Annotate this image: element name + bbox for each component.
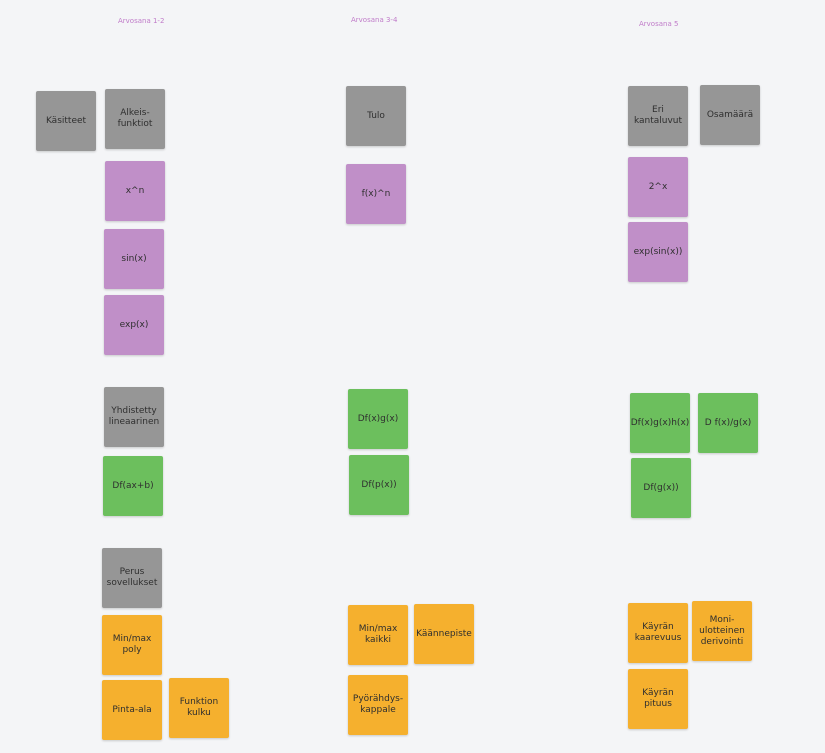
sticky-note-df-ax-b[interactable]: Df(ax+b) — [103, 456, 163, 516]
sticky-note-pinta-ala[interactable]: Pinta-ala — [102, 680, 162, 740]
sticky-note-pyorahdyskappale[interactable]: Pyörähdys- kappale — [348, 675, 408, 735]
sticky-note-kayran-kaarevuus[interactable]: Käyrän kaarevuus — [628, 603, 688, 663]
sticky-note-perus-sovellukset[interactable]: Perus sovellukset — [102, 548, 162, 608]
sticky-note-df-p-x[interactable]: Df(p(x)) — [349, 455, 409, 515]
sticky-note-df-x-g-x-h-x[interactable]: Df(x)g(x)h(x) — [630, 393, 690, 453]
sticky-note-d-f-x-div-g-x[interactable]: D f(x)/g(x) — [698, 393, 758, 453]
sticky-note-2-pow-x[interactable]: 2^x — [628, 157, 688, 217]
sticky-note-alkeisfunktiot[interactable]: Alkeis- funktiot — [105, 89, 165, 149]
sticky-note-exp-sin-x[interactable]: exp(sin(x)) — [628, 222, 688, 282]
heading-grade-3-4: Arvosana 3-4 — [351, 16, 398, 24]
sticky-note-eri-kantaluvut[interactable]: Eri kantaluvut — [628, 86, 688, 146]
sticky-note-yhdistetty-lineaarinen[interactable]: Yhdistetty lineaarinen — [104, 387, 164, 447]
sticky-note-sin-x[interactable]: sin(x) — [104, 229, 164, 289]
sticky-note-moniulotteinen-derivointi[interactable]: Moni- ulotteinen derivointi — [692, 601, 752, 661]
heading-grade-5: Arvosana 5 — [639, 20, 679, 28]
sticky-note-kasitteet[interactable]: Käsitteet — [36, 91, 96, 151]
sticky-note-min-max-poly[interactable]: Min/max poly — [102, 615, 162, 675]
sticky-note-funktion-kulku[interactable]: Funktion kulku — [169, 678, 229, 738]
heading-grade-1-2: Arvosana 1-2 — [118, 17, 165, 25]
sticky-note-x-pow-n[interactable]: x^n — [105, 161, 165, 221]
sticky-note-f-x-pow-n[interactable]: f(x)^n — [346, 164, 406, 224]
sticky-note-df-g-x[interactable]: Df(g(x)) — [631, 458, 691, 518]
sticky-note-exp-x[interactable]: exp(x) — [104, 295, 164, 355]
sticky-note-kaannepiste[interactable]: Käännepiste — [414, 604, 474, 664]
sticky-note-df-x-g-x[interactable]: Df(x)g(x) — [348, 389, 408, 449]
sticky-note-osamaara[interactable]: Osamäärä — [700, 85, 760, 145]
sticky-note-tulo[interactable]: Tulo — [346, 86, 406, 146]
sticky-note-min-max-kaikki[interactable]: Min/max kaikki — [348, 605, 408, 665]
sticky-note-kayran-pituus[interactable]: Käyrän pituus — [628, 669, 688, 729]
